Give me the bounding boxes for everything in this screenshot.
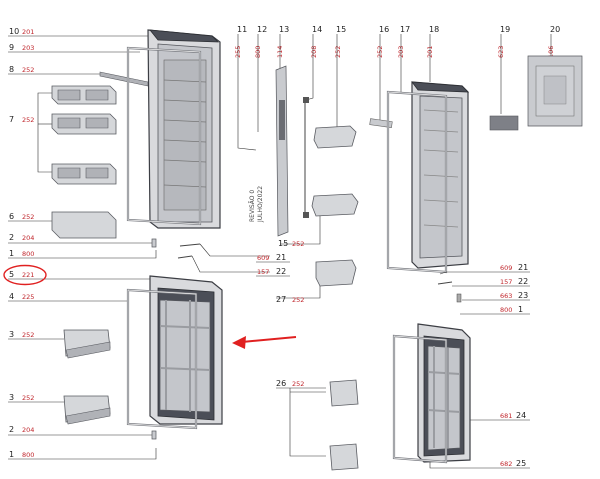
bin-pair <box>51 85 117 105</box>
lower-left-door <box>126 275 223 430</box>
callout-num: 1 <box>518 305 523 314</box>
callout-num: 6 <box>9 212 14 221</box>
callout-code: 800 <box>22 451 34 459</box>
highlight-circle <box>3 264 47 286</box>
callout-code: 203 <box>22 44 34 52</box>
callout-num: 12 <box>257 25 267 34</box>
callout-num: 15 <box>336 25 346 34</box>
hinge-pin <box>151 430 157 440</box>
callout-num: 25 <box>516 459 526 468</box>
callout-code: 252 <box>22 394 34 402</box>
callout-num: 24 <box>516 411 526 420</box>
callout-num: 8 <box>9 65 14 74</box>
callout-code: 800 <box>500 306 512 314</box>
callout-code: 800 <box>22 250 34 258</box>
callout-num: 22 <box>276 267 286 276</box>
callout-code: 682 <box>500 460 512 468</box>
callout-num: 3 <box>9 330 14 339</box>
callout-code: 208 <box>310 46 318 58</box>
door-shelf <box>329 443 359 471</box>
control-panel <box>527 55 583 127</box>
door-shelf <box>329 379 359 407</box>
shelf-bar <box>99 71 149 87</box>
revision-line-2: JULHO/2022 <box>257 186 264 223</box>
door-handle <box>275 65 289 237</box>
callout-num: 19 <box>500 25 510 34</box>
callout-num: 20 <box>550 25 560 34</box>
door-shelf <box>311 193 359 217</box>
callout-code: 252 <box>292 296 304 304</box>
callout-code: 252 <box>292 240 304 248</box>
callout-num: 23 <box>518 291 528 300</box>
control-cover <box>489 115 519 131</box>
right-callouts: 609 21 157 22 663 23 800 1 681 24 682 25 <box>429 263 530 469</box>
callout-num: 17 <box>400 25 410 34</box>
callout-num: 11 <box>237 25 247 34</box>
callout-code: 252 <box>292 380 304 388</box>
callout-code: 252 <box>334 46 342 58</box>
callout-num: 2 <box>9 233 14 242</box>
callout-code: 157 <box>257 268 269 276</box>
callout-num: 1 <box>9 450 14 459</box>
callout-num: 2 <box>9 425 14 434</box>
callout-num: 21 <box>276 253 286 262</box>
door-shelves-left <box>51 71 157 440</box>
callout-code: 157 <box>500 278 512 286</box>
callout-num: 13 <box>279 25 289 34</box>
callout-num: 18 <box>429 25 439 34</box>
callout-code: 225 <box>22 293 34 301</box>
callout-code: 204 <box>22 426 34 434</box>
callout-code: 609 <box>257 254 269 262</box>
callout-code: 204 <box>22 234 34 242</box>
upper-right-door <box>369 81 470 274</box>
left-callouts: 10 201 9 203 8 252 7 252 6 252 2 204 1 8… <box>3 27 157 460</box>
lower-right-door <box>392 323 471 464</box>
callout-num: 15 <box>278 239 288 248</box>
callout-num: 22 <box>518 277 528 286</box>
callout-num: 27 <box>276 295 286 304</box>
callout-code: 252 <box>22 331 34 339</box>
callout-code: 252 <box>22 66 34 74</box>
bin-pair <box>51 163 117 185</box>
bin-pair <box>51 113 117 135</box>
callout-code: 681 <box>500 412 512 420</box>
callout-num: 3 <box>9 393 14 402</box>
callout-code: 252 <box>22 213 34 221</box>
upper-left-door <box>126 29 221 229</box>
door-shelf <box>315 259 357 287</box>
revision-line-1: REVISÃO 0 <box>249 190 256 222</box>
highlight-arrow <box>232 336 297 349</box>
callout-code: 252 <box>22 116 34 124</box>
door-shelf <box>313 125 357 149</box>
center-parts: 15 252 609 21 157 22 27 252 26 252 <box>177 65 359 471</box>
callout-code: 663 <box>500 292 512 300</box>
callout-num: 1 <box>9 249 14 258</box>
callout-num: 10 <box>9 27 19 36</box>
callout-code: 609 <box>500 264 512 272</box>
callout-code: 201 <box>22 28 34 36</box>
callout-num: 4 <box>9 292 14 301</box>
callout-num: 5 <box>9 270 14 279</box>
callout-num: 16 <box>379 25 389 34</box>
callout-num: 9 <box>9 43 14 52</box>
callout-code: 221 <box>22 271 34 279</box>
callout-num: 7 <box>9 115 14 124</box>
callout-num: 21 <box>518 263 528 272</box>
top-callouts-center: 11 255 12 800 13 114 14 208 15 252 16 25… <box>234 25 560 151</box>
revision-note: REVISÃO 0 JULHO/2022 <box>249 186 264 223</box>
hinge-pin <box>151 238 157 248</box>
callout-num: 26 <box>276 379 286 388</box>
callout-num: 14 <box>312 25 322 34</box>
bottle-shelf <box>51 211 117 239</box>
